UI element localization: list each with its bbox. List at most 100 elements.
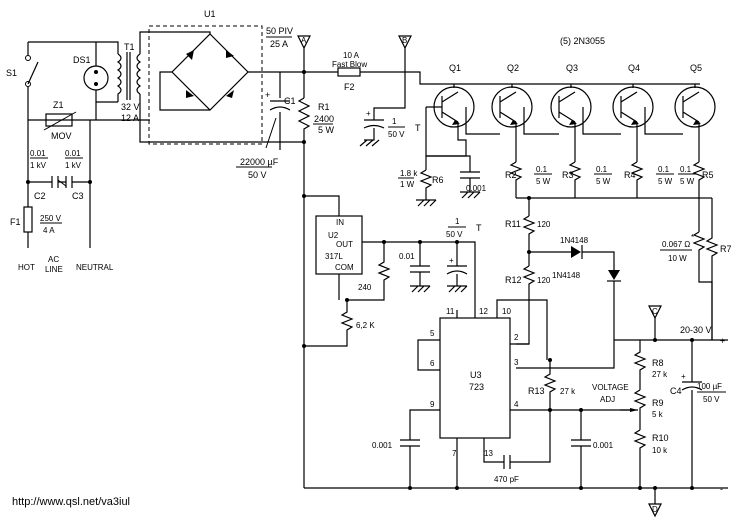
u2-cap-b-voltage: 50 V xyxy=(446,230,463,239)
u2-cap-b-value: 1 xyxy=(455,217,460,226)
diode-1 xyxy=(571,246,581,258)
cap-top-voltage: 50 V xyxy=(388,130,405,139)
s1-label: S1 xyxy=(6,68,17,78)
svg-text:4: 4 xyxy=(514,400,519,409)
r8-label: R8 xyxy=(652,358,664,368)
cap-470-value: 470 pF xyxy=(494,475,519,484)
ac-input-section: S1 DS1 T1 32 V 12 A Z1 MOV 0.01 1 kV 0.0… xyxy=(6,31,160,274)
t1-label: T1 xyxy=(124,42,135,52)
line-label: LINE xyxy=(45,265,63,274)
node-c xyxy=(648,305,662,320)
r4-power: 5 W xyxy=(658,177,673,186)
r2 xyxy=(509,161,523,198)
diode-1-label: 1N4148 xyxy=(560,236,589,245)
r4-value: 0.1 xyxy=(658,165,670,174)
u2-cap-a: 0.01 xyxy=(399,252,415,261)
u2-part: 317L xyxy=(325,252,343,261)
r2-label: R2 xyxy=(505,170,517,180)
r12 xyxy=(522,265,536,300)
neutral-label: NEUTRAL xyxy=(76,263,114,272)
r6-label: R6 xyxy=(432,175,444,185)
node-c-label: C xyxy=(652,307,658,316)
t1-voltage: 32 V xyxy=(121,102,140,112)
transistor-q5: Q5 xyxy=(674,63,716,130)
r10-label: R10 xyxy=(652,433,669,443)
fuse-f2 xyxy=(337,67,361,77)
svg-text:5: 5 xyxy=(430,329,435,338)
r7-power: 10 W xyxy=(668,254,687,263)
node-d-label: D xyxy=(652,505,658,514)
svg-text:6: 6 xyxy=(430,359,435,368)
voltage-adj-1: VOLTAGE xyxy=(592,383,629,392)
q4-label: Q4 xyxy=(628,63,640,73)
ds1-label: DS1 xyxy=(73,55,91,65)
svg-text:12: 12 xyxy=(479,307,488,316)
cap-top-type: T xyxy=(415,123,421,133)
hot-label: HOT xyxy=(18,263,35,272)
f1-current: 4 A xyxy=(43,226,55,235)
r3-value: 0.1 xyxy=(596,165,608,174)
bridge-box xyxy=(148,25,263,145)
u2-out: OUT xyxy=(336,240,353,249)
cap-left-value: 0.001 xyxy=(372,441,393,450)
c4-label: C4 xyxy=(670,386,682,396)
r5-power: 5 W xyxy=(680,177,695,186)
c4-value: 100 µF xyxy=(697,382,722,391)
u3-ref: U3 xyxy=(470,370,482,380)
r3 xyxy=(568,161,582,198)
t1-current: 12 A xyxy=(121,113,139,123)
r6 xyxy=(419,169,433,200)
r1 xyxy=(297,97,311,134)
output-minus: - xyxy=(720,484,723,494)
driver-chain: R11 120 R12 120 1N4148 1N4148 0.067 Ω * … xyxy=(505,197,732,369)
r1-power: 5 W xyxy=(318,125,335,135)
transistor-q4: Q4 xyxy=(612,63,654,130)
u2-com: COM xyxy=(335,263,354,272)
u1-piv: 50 PIV xyxy=(266,26,293,36)
regulator-u3: U3 723 11 12 10 5 6 2 3 9 4 7 13 0.001 4… xyxy=(372,299,638,488)
c4-voltage: 50 V xyxy=(703,395,720,404)
transistor-q1: Q1 xyxy=(433,63,475,130)
r10-value: 10 k xyxy=(652,446,668,455)
svg-text:11: 11 xyxy=(446,307,455,316)
voltage-adj-2: ADJ xyxy=(600,395,615,404)
ac-label: AC xyxy=(48,255,59,264)
output-range: 20-30 V xyxy=(680,325,712,335)
cap-top-value: 1 xyxy=(392,117,397,126)
cap-right-value: 0.001 xyxy=(593,441,614,450)
output-plus: + xyxy=(720,336,725,346)
svg-text:+: + xyxy=(366,109,371,118)
transformer-primary xyxy=(116,53,122,102)
node-a-label: A xyxy=(301,36,307,45)
r6-power: 1 W xyxy=(400,180,415,189)
r3-label: R3 xyxy=(562,170,574,180)
u3-part: 723 xyxy=(469,382,484,392)
r240-value: 240 xyxy=(358,283,372,292)
r7 xyxy=(705,198,719,340)
c2-value: 0.01 xyxy=(30,149,46,158)
svg-text:2: 2 xyxy=(514,333,519,342)
c1-voltage: 50 V xyxy=(248,170,267,180)
c1-value: 22000 µF xyxy=(240,157,279,167)
r11-label: R11 xyxy=(505,219,521,229)
u2-in: IN xyxy=(336,218,344,227)
q2-label: Q2 xyxy=(507,63,519,73)
r1-value: 2400 xyxy=(314,114,334,124)
transistor-q2: Q2 xyxy=(491,63,533,130)
f2-label: F2 xyxy=(344,82,355,92)
f2-rating: 10 A xyxy=(343,51,360,60)
c3-label: C3 xyxy=(72,191,84,201)
c3-value: 0.01 xyxy=(65,149,81,158)
source-url: http://www.qsl.net/va3iul xyxy=(12,496,131,508)
u1-current: 25 A xyxy=(270,39,288,49)
c1-plus: + xyxy=(265,90,270,100)
r7-value: 0.067 Ω xyxy=(662,240,690,249)
lamp-ds1 xyxy=(83,65,109,91)
switch-contact-top xyxy=(25,55,31,61)
f1-voltage: 250 V xyxy=(40,214,62,223)
r4 xyxy=(630,161,644,198)
regulator-u2: IN U2 OUT 317L COM 240 6,2 K 0.01 + 1 50… xyxy=(302,194,482,348)
svg-text:7: 7 xyxy=(452,449,457,458)
f1-label: F1 xyxy=(10,217,21,227)
